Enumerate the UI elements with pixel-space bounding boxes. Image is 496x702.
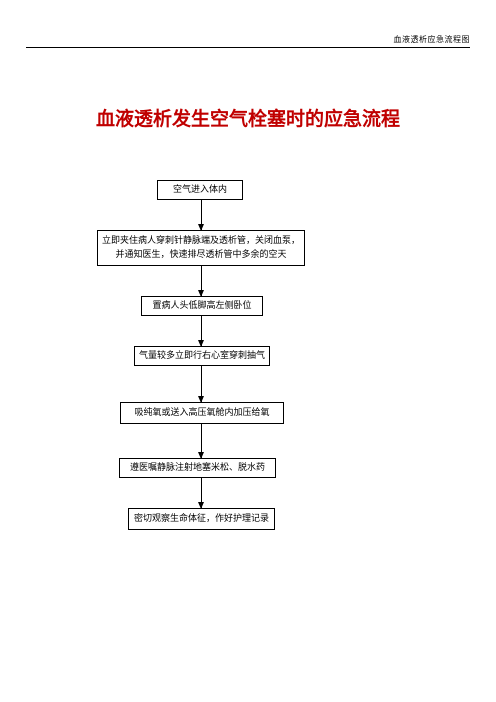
step-medication: 遵医嘱静脉注射地塞米松、脱水药: [119, 458, 276, 478]
arrow-1: [198, 200, 204, 231]
step-position-patient: 置病人头低脚高左侧卧位: [141, 296, 263, 316]
arrow-2: [198, 266, 204, 297]
step-air-enters: 空气进入体内: [157, 180, 243, 200]
step-oxygen-therapy: 吸纯氧或送入高压氧舱内加压给氧: [120, 402, 284, 424]
arrow-6: [198, 478, 204, 509]
page-title: 血液透析发生空气栓塞时的应急流程: [95, 108, 400, 130]
arrow-4: [198, 366, 204, 403]
header-text: 血液透析应急流程图: [393, 35, 470, 44]
step-text: 吸纯氧或送入高压氧舱内加压给氧: [134, 408, 270, 418]
arrow-3: [198, 316, 204, 347]
step-text-line-2: 并通知医生，快速排尽透析管中多余的空天: [115, 250, 287, 260]
step-ventricular-aspiration: 气量较多立即行右心室穿刺抽气: [134, 346, 270, 366]
step-text: 气量较多立即行右心室穿刺抽气: [138, 351, 265, 361]
header-rule: [26, 47, 470, 48]
step-text: 空气进入体内: [172, 185, 227, 195]
arrow-5: [198, 424, 204, 459]
step-text: 置病人头低脚高左侧卧位: [152, 301, 252, 311]
step-text-line-1: 立即夹住病人穿刺针静脉端及透析管，关闭血泵，: [101, 236, 300, 246]
step-monitor-vitals: 密切观察生命体征，作好护理记录: [128, 508, 275, 530]
step-clamp-and-notify: 立即夹住病人穿刺针静脉端及透析管，关闭血泵， 并通知医生，快速排尽透析管中多余的…: [97, 230, 305, 266]
step-text: 密切观察生命体征，作好护理记录: [133, 514, 269, 524]
step-text: 遵医嘱静脉注射地塞米松、脱水药: [129, 463, 265, 473]
